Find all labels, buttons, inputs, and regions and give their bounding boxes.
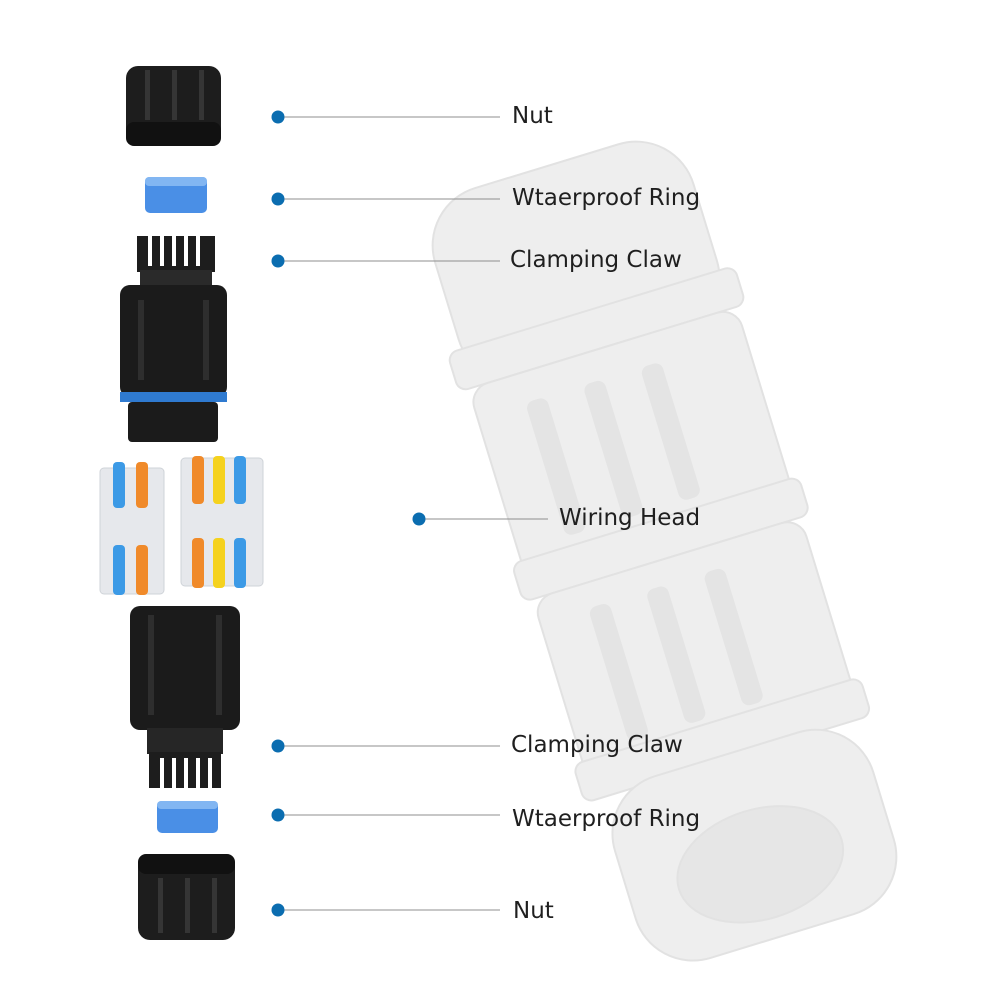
bottom-nut [138, 854, 235, 940]
ghost-rib [647, 586, 706, 723]
marker-dot-claw-bottom [271, 739, 285, 753]
top-waterproof-ring [145, 177, 207, 213]
label-waterproof-ring-top: Wtaerproof Ring [512, 185, 701, 211]
marker-dot-ring-top [271, 192, 285, 206]
label-clamping-claw-top: Clamping Claw [510, 247, 682, 273]
wiring-head-block-right [180, 456, 264, 588]
bottom-waterproof-ring [157, 801, 218, 833]
label-nut-top: Nut [512, 103, 553, 129]
assembled-connector-ghost [431, 140, 898, 962]
ghost-rib [589, 604, 648, 741]
ghost-rib [704, 568, 763, 706]
marker-dot-claw-top [271, 254, 285, 268]
wiring-head-block-left [99, 462, 165, 595]
ghost-rib [641, 363, 700, 500]
marker-dot-ring-bottom [271, 808, 285, 822]
marker-dot-nut-top [271, 110, 285, 124]
ghost-rib [527, 398, 586, 535]
top-clamping-claw [120, 236, 227, 442]
label-clamping-claw-bottom: Clamping Claw [511, 732, 683, 758]
marker-dot-wiring-head [412, 512, 426, 526]
bottom-clamping-claw [130, 606, 240, 788]
ghost-opening [676, 805, 845, 924]
marker-dot-nut-bottom [271, 903, 285, 917]
top-nut [126, 66, 221, 146]
label-nut-bottom: Nut [513, 898, 554, 924]
ghost-rib [584, 380, 643, 518]
label-wiring-head: Wiring Head [559, 505, 701, 531]
label-waterproof-ring-bottom: Wtaerproof Ring [512, 806, 701, 832]
